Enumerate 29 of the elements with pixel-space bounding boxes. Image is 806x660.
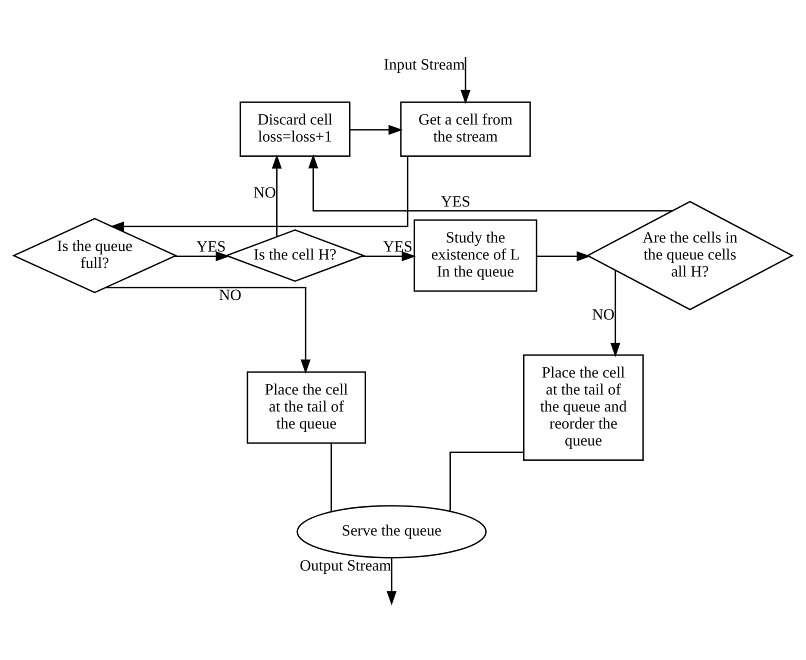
node-ellipse: Serve the queue [296, 505, 487, 558]
arrow [610, 270, 620, 358]
edge-label: YES [382, 238, 412, 256]
edge-label: YES [196, 238, 226, 256]
node-box: Study the existence of L In the queue [414, 219, 538, 292]
arrow [362, 251, 416, 262]
edge-label: NO [253, 184, 276, 202]
arrow [308, 154, 672, 212]
edge-label: Input Stream [384, 56, 465, 74]
node-diamond: Is the cell H? [224, 229, 366, 282]
node-box: Place the cell at the tail of the queue [246, 371, 366, 444]
arrow [106, 286, 311, 374]
connector [450, 452, 524, 511]
arrow [460, 57, 470, 104]
arrow [350, 124, 403, 135]
node-diamond: Is the queue full? [12, 218, 178, 294]
arrow [110, 156, 408, 232]
arrow [386, 558, 397, 606]
node-box: Get a cell from the stream [400, 101, 531, 157]
node-box: Place the cell at the tail of the queue and reorder the queue [523, 354, 644, 461]
arrow [536, 251, 591, 262]
edge-label: YES [440, 193, 470, 210]
edge-label: NO [218, 287, 242, 304]
node-box: Discard cell loss=loss+1 [240, 101, 350, 157]
arrow [272, 154, 282, 236]
arrow [174, 251, 230, 262]
connector [330, 444, 332, 512]
node-diamond: Are the cells in the queue cells all H? [586, 200, 794, 310]
edge-label: Output Stream [300, 557, 392, 574]
